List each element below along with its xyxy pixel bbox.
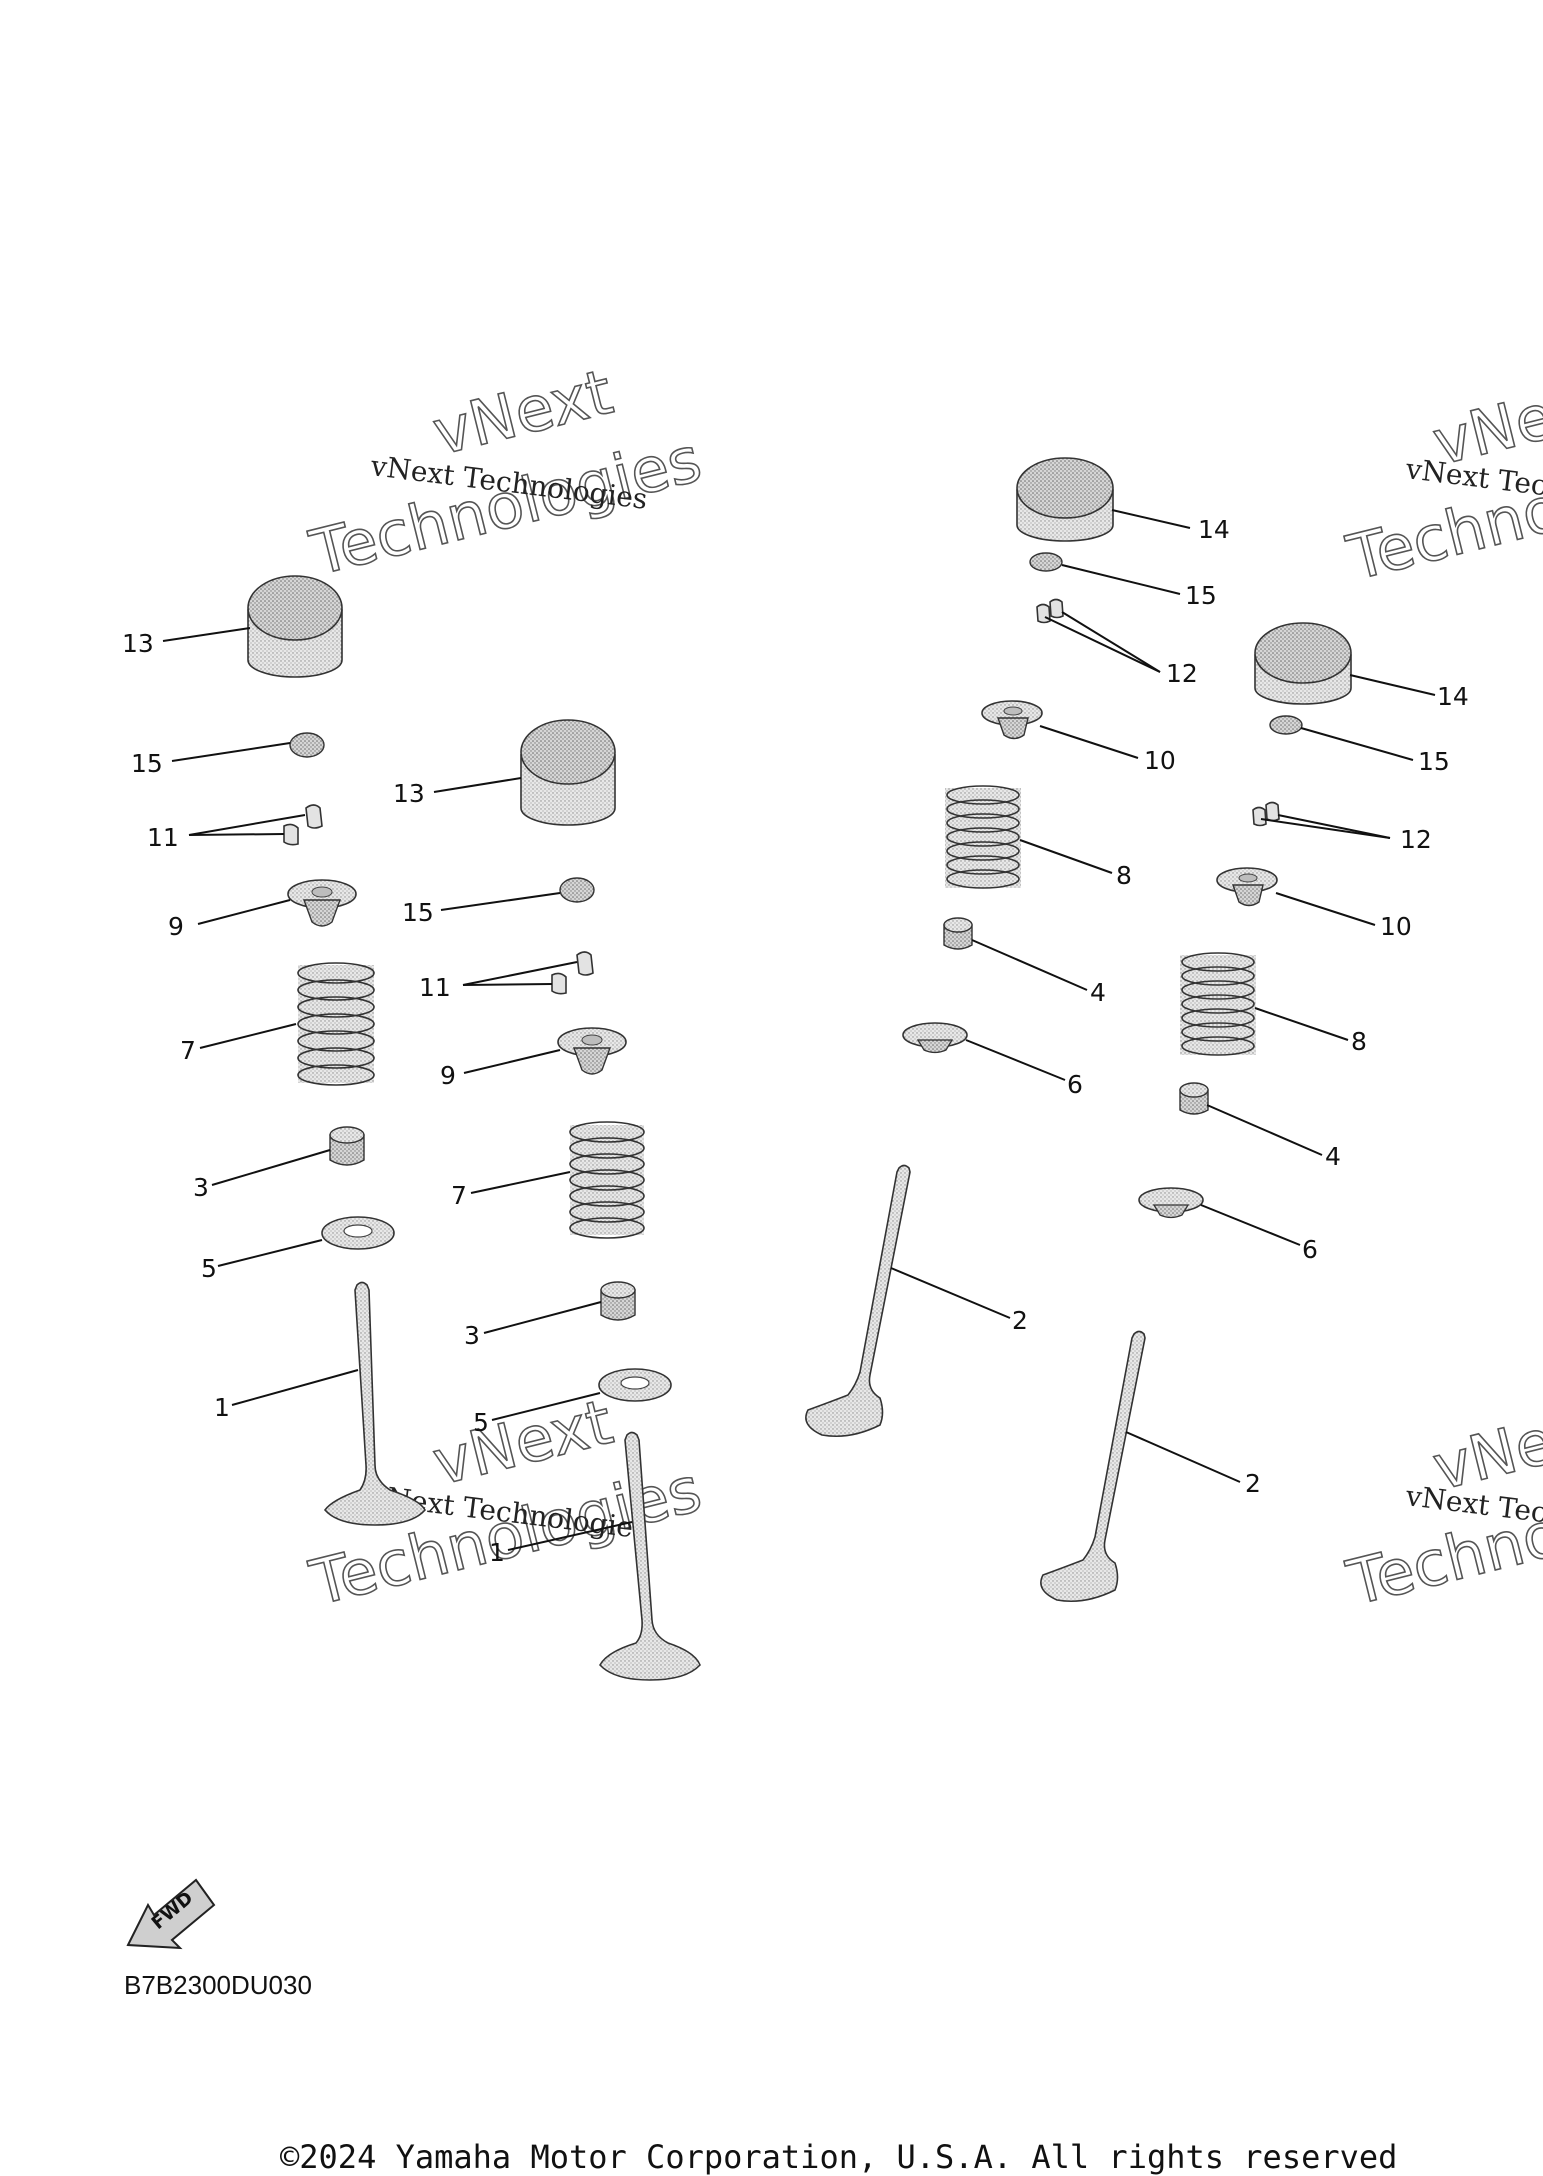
- valve-lifter-13b: [520, 719, 616, 826]
- intake-valve-1b: [599, 1431, 701, 1681]
- callout-10b: 10: [1380, 912, 1412, 941]
- callout-2b: 2: [1245, 1469, 1261, 1498]
- valve-stem-seal-3: [329, 1126, 365, 1166]
- valve-spring-retainer-10b: [1216, 867, 1278, 907]
- exhaust-valve-2: [805, 1164, 911, 1438]
- valve-spring-seat-5b: [598, 1368, 672, 1402]
- watermark-bottom-right: vNext Technologies vNext Technologies: [1339, 1389, 1543, 1620]
- callout-5b: 5: [473, 1408, 489, 1437]
- valve-lifter-14b: [1254, 622, 1352, 705]
- valve-cotter-12b: [1252, 801, 1280, 827]
- valve-stem-seal-3b: [600, 1281, 636, 1321]
- callout-15d: 15: [1418, 747, 1450, 776]
- callout-6b: 6: [1302, 1235, 1318, 1264]
- callout-8: 8: [1116, 861, 1132, 890]
- callout-14b: 14: [1437, 682, 1469, 711]
- intake-valve-1: [323, 1281, 426, 1526]
- callout-5: 5: [201, 1254, 217, 1283]
- callout-1: 1: [214, 1393, 230, 1422]
- callout-12: 12: [1166, 659, 1198, 688]
- valve-spring-seat-6b: [1138, 1187, 1204, 1219]
- valve-spring-7b: [569, 1121, 645, 1239]
- valve-spring-retainer-10: [981, 700, 1043, 740]
- callout-8b: 8: [1351, 1027, 1367, 1056]
- valve-spring-retainer-9b: [557, 1027, 627, 1075]
- watermark-top-left: vNext Technologies vNext Technologies: [302, 354, 709, 590]
- valve-spring-8: [945, 785, 1021, 889]
- valve-stem-seal-4: [943, 917, 973, 950]
- callout-15b: 15: [402, 898, 434, 927]
- callout-13b: 13: [393, 779, 425, 808]
- callout-4b: 4: [1325, 1142, 1341, 1171]
- callout-10: 10: [1144, 746, 1176, 775]
- callout-3b: 3: [464, 1321, 480, 1350]
- valve-lifter-14: [1016, 457, 1114, 542]
- callout-2: 2: [1012, 1306, 1028, 1335]
- callout-13: 13: [122, 629, 154, 658]
- valve-spring-retainer-9: [287, 879, 357, 927]
- copyright-notice: ©2024 Yamaha Motor Corporation, U.S.A. A…: [280, 2138, 1398, 2176]
- callout-7b: 7: [451, 1181, 467, 1210]
- callout-12b: 12: [1400, 825, 1432, 854]
- leader-lines: [162, 509, 1436, 1551]
- callout-9: 9: [168, 912, 184, 941]
- valve-pad-15b: [559, 877, 595, 903]
- valve-pad-15d: [1269, 715, 1303, 735]
- callout-1b: 1: [489, 1538, 505, 1567]
- callout-7: 7: [180, 1036, 196, 1065]
- callout-11b: 11: [419, 973, 451, 1002]
- callout-11: 11: [147, 823, 179, 852]
- callout-15c: 15: [1185, 581, 1217, 610]
- valve-pad-15: [289, 732, 325, 758]
- valve-stem-seal-4b: [1179, 1082, 1209, 1115]
- callout-14: 14: [1198, 515, 1230, 544]
- callout-labels: 13 15 11 9 7 3 5 1 13 15 11 9 7 3 5 1 14…: [122, 515, 1469, 1567]
- watermark-top-right: vNext Technologies vNext Technologies: [1339, 364, 1543, 595]
- valve-spring-8b: [1180, 952, 1256, 1056]
- callout-6: 6: [1067, 1070, 1083, 1099]
- callout-9b: 9: [440, 1061, 456, 1090]
- valve-spring-7: [297, 962, 375, 1086]
- valve-spring-seat-6: [902, 1022, 968, 1054]
- drawing-code: B7B2300DU030: [124, 1970, 312, 2000]
- valve-spring-seat-5: [321, 1216, 395, 1250]
- callout-15: 15: [131, 749, 163, 778]
- valve-pad-15c: [1029, 552, 1063, 572]
- callout-4: 4: [1090, 978, 1106, 1007]
- valve-cotter-11: [283, 804, 323, 846]
- callout-3: 3: [193, 1173, 209, 1202]
- valve-lifter-13: [247, 575, 343, 678]
- exhaust-valve-2b: [1040, 1330, 1146, 1603]
- valve-cotter-11b: [551, 951, 594, 995]
- fwd-arrow-icon: FWD: [126, 1878, 216, 1950]
